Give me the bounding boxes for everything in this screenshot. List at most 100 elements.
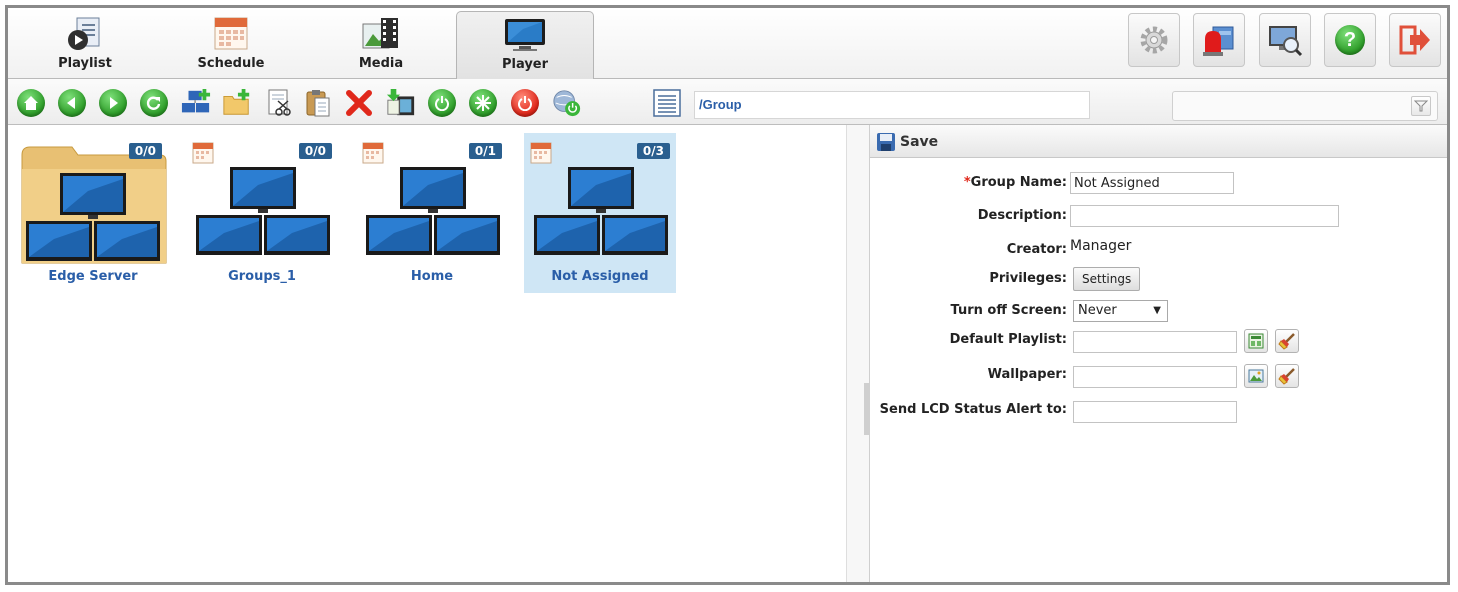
default-playlist-label: Default Playlist: (949, 332, 1067, 347)
turn-off-screen-select[interactable]: Never ▼ (1073, 300, 1168, 322)
tab-schedule-label: Schedule (197, 56, 265, 71)
start-button[interactable] (468, 88, 498, 118)
delete-button[interactable] (344, 88, 374, 118)
group-name: Not Assigned (551, 269, 649, 284)
list-view-button[interactable] (652, 88, 682, 118)
description-label: Description: (977, 208, 1067, 223)
funnel-icon (1413, 100, 1429, 112)
save-bar: Save (870, 125, 1447, 158)
power-off-button[interactable] (510, 88, 540, 118)
monitor-search-button[interactable] (1259, 13, 1311, 67)
schedule-small-icon (192, 142, 214, 164)
new-folder-button[interactable] (222, 88, 252, 118)
settings-button[interactable] (1128, 13, 1180, 67)
playlist-icon (68, 17, 100, 50)
player-count-badge: 0/0 (128, 143, 162, 159)
filter-input[interactable] (1172, 91, 1438, 121)
group-item-not-assigned[interactable]: 0/3 Not Assigned (524, 133, 676, 293)
power-settings-button[interactable] (427, 88, 457, 118)
group-item-groups-1[interactable]: 0/0 Groups_1 (186, 133, 338, 293)
browse-playlist-button[interactable] (1244, 329, 1268, 353)
add-player-button[interactable] (181, 88, 211, 118)
paste-button[interactable] (303, 88, 333, 118)
pane-splitter[interactable] (846, 125, 871, 582)
group-browser: 0/0 Edge Server 0/0 Groups_1 (8, 125, 846, 582)
paste-icon (306, 90, 330, 117)
group-item-edge-server[interactable]: 0/0 Edge Server (18, 133, 168, 293)
player-count-badge: 0/3 (636, 143, 670, 159)
schedule-icon (214, 17, 248, 50)
broom-clear-icon (1278, 333, 1295, 350)
refresh-button[interactable] (139, 88, 169, 118)
deploy-media-button[interactable] (386, 88, 416, 118)
power-settings-icon (428, 89, 456, 117)
creator-label: Creator: (1006, 242, 1067, 257)
browse-wallpaper-button[interactable] (1244, 364, 1268, 388)
path-breadcrumb[interactable]: /Group (694, 91, 1090, 119)
forward-button[interactable] (98, 88, 128, 118)
wallpaper-label: Wallpaper: (987, 367, 1067, 382)
player-count-badge: 0/1 (468, 143, 502, 159)
network-power-button[interactable] (552, 88, 582, 118)
turn-off-screen-value: Never (1078, 303, 1117, 318)
group-name-label: *Group Name: (964, 175, 1067, 190)
lcd-alert-label: Send LCD Status Alert to: (879, 402, 1067, 417)
group-name: Edge Server (48, 269, 138, 284)
wallpaper-input[interactable] (1073, 366, 1237, 388)
deploy-media-icon (386, 88, 415, 116)
logout-button[interactable] (1389, 13, 1441, 67)
description-input[interactable] (1070, 205, 1339, 227)
refresh-icon (140, 89, 168, 117)
group-item-home[interactable]: 0/1 Home (356, 133, 508, 293)
playlist-browse-icon (1248, 333, 1264, 349)
splitter-handle[interactable] (864, 383, 871, 435)
back-button[interactable] (57, 88, 87, 118)
help-icon: ? (1335, 25, 1365, 55)
lcd-alert-input[interactable] (1073, 401, 1237, 423)
back-icon (58, 89, 86, 117)
network-power-icon (553, 90, 581, 117)
creator-value: Manager (1070, 238, 1132, 254)
turn-off-screen-label: Turn off Screen: (950, 303, 1067, 318)
group-name-input[interactable] (1070, 172, 1234, 194)
tab-playlist-label: Playlist (58, 56, 112, 71)
list-view-icon (653, 89, 681, 117)
required-mark: * (963, 175, 971, 190)
player-group-icon (196, 167, 330, 255)
tab-media-label: Media (358, 56, 404, 71)
privileges-settings-button[interactable]: Settings (1073, 267, 1141, 291)
broom-clear-icon (1278, 368, 1295, 385)
privileges-label: Privileges: (989, 271, 1067, 286)
group-name: Groups_1 (228, 269, 296, 284)
home-icon (17, 89, 45, 117)
help-button[interactable]: ? (1324, 13, 1376, 67)
image-browse-icon (1248, 369, 1264, 383)
player-group-icon (366, 167, 500, 255)
dropdown-arrow-icon: ▼ (1153, 305, 1161, 316)
cut-button[interactable] (264, 88, 294, 118)
new-folder-icon (223, 88, 250, 115)
group-name-label-text: Group Name: (970, 175, 1067, 190)
filter-button[interactable] (1411, 96, 1431, 116)
home-button[interactable] (16, 88, 46, 118)
tab-media[interactable]: Media (326, 8, 436, 78)
app-window: Playlist Schedule Media (5, 5, 1450, 585)
clear-playlist-button[interactable] (1275, 329, 1299, 353)
alarm-button[interactable] (1193, 13, 1245, 67)
settings-gear-icon (1140, 26, 1168, 54)
main-tab-bar: Playlist Schedule Media (8, 8, 1447, 80)
default-playlist-input[interactable] (1073, 331, 1237, 353)
toolbar: /Group (8, 79, 1447, 125)
save-button[interactable]: Save (876, 131, 938, 153)
tab-player-label: Player (501, 57, 549, 72)
start-icon (469, 89, 497, 117)
tab-schedule[interactable]: Schedule (176, 8, 286, 78)
tab-playlist[interactable]: Playlist (30, 8, 140, 78)
tab-player[interactable]: Player (456, 11, 594, 80)
media-icon (362, 18, 398, 49)
group-properties-panel: Save *Group Name: Description: Creator: … (870, 125, 1447, 582)
clear-wallpaper-button[interactable] (1275, 364, 1299, 388)
schedule-small-icon (530, 142, 552, 164)
floppy-disk-icon (877, 133, 895, 151)
save-label: Save (900, 134, 939, 150)
